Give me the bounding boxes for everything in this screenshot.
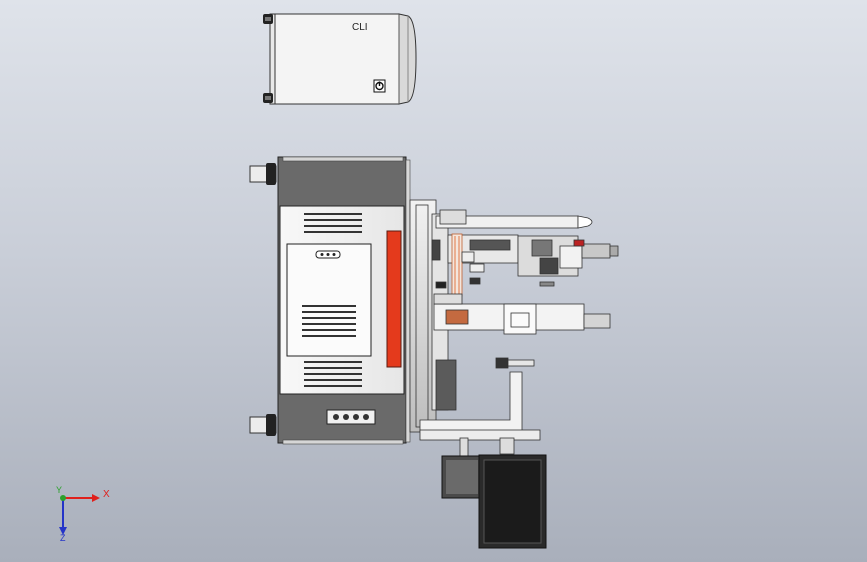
z-axis-label: Z xyxy=(60,533,66,543)
caster-wheel-icon xyxy=(249,163,277,436)
machine-body xyxy=(249,156,411,445)
caster-wheel-icon xyxy=(263,14,273,103)
top-cabinet: CLI xyxy=(263,13,417,105)
power-switch-icon xyxy=(373,79,386,93)
x-axis-label: X xyxy=(103,489,110,500)
y-axis-label: Y xyxy=(56,485,62,495)
gantry-assembly xyxy=(409,199,619,457)
coordinate-triad: X Y Z xyxy=(56,485,110,543)
vent-grille-icon xyxy=(304,213,362,387)
monitor-unit xyxy=(441,454,547,549)
cabinet-label: CLI xyxy=(352,22,368,33)
